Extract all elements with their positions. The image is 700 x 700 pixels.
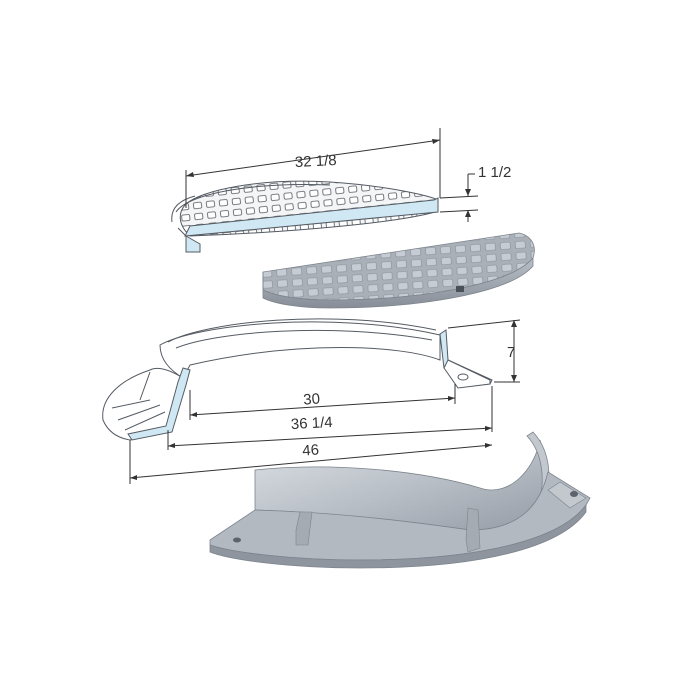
frame-rib-3 (547, 481, 587, 509)
frame-flange-left-ribs (111, 371, 166, 431)
frame-seat-label: 36 1/4 (290, 414, 333, 433)
frame-rendered-bolt-hole-1 (233, 537, 241, 543)
grate-section-cut (184, 197, 439, 237)
grate-section-edge (177, 227, 201, 253)
frame-height-label: 7 (507, 344, 515, 361)
frame-rib-2 (465, 507, 481, 553)
dimension-grate-width: 32 1/8 (185, 128, 441, 208)
dimension-grate-thickness: 1 1/2 (439, 164, 511, 222)
frame-rendered-bolt-hole-2 (570, 491, 578, 497)
frame-outer-label: 46 (302, 441, 320, 459)
frame-rib-1 (295, 511, 313, 546)
frame-flange-left (102, 367, 184, 441)
frame-rendered-flange-edge (209, 503, 587, 569)
grate-width-label: 32 1/8 (294, 152, 337, 171)
grate-rendered-side (262, 256, 534, 309)
grate-section-view (171, 180, 439, 253)
grate-thickness-label: 1 1/2 (478, 164, 511, 181)
grate-rendered-top (262, 232, 535, 301)
frame-rendered-view (209, 431, 591, 569)
frame-flange-right (443, 359, 491, 389)
dimension-frame-height: 7 (447, 319, 521, 383)
frame-section-view (102, 318, 493, 441)
frame-inner-wall-lines (167, 318, 437, 349)
dimension-frame-outer: 46 (129, 440, 493, 484)
grate-pry-slot (456, 286, 464, 292)
grate-rim (171, 184, 331, 223)
frame-inner-label: 30 (303, 390, 321, 408)
grate-rendered-view (262, 232, 535, 309)
dimension-frame-inner: 30 (189, 384, 456, 420)
frame-section-cut-left (127, 367, 191, 441)
dimension-frame-seat: 36 1/4 (167, 386, 493, 450)
frame-bolt-hole (457, 373, 469, 381)
